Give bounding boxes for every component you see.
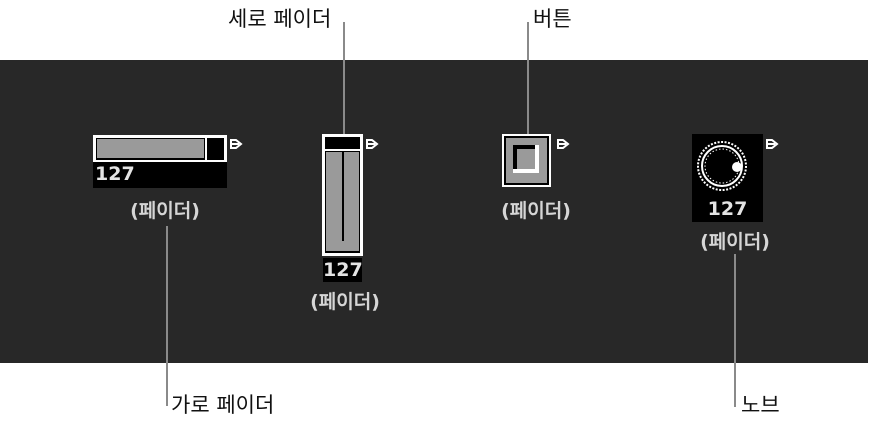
output-arrow-icon[interactable] xyxy=(230,139,243,149)
knob-control[interactable]: 127 xyxy=(692,134,763,222)
button-label: (페이더) xyxy=(501,200,571,222)
callout-knob: 노브 xyxy=(741,393,780,417)
button-center xyxy=(517,149,535,169)
vertical-fader-separator xyxy=(325,149,360,151)
horizontal-fader-thumb[interactable] xyxy=(205,138,207,160)
horizontal-fader[interactable] xyxy=(93,135,227,162)
callout-vertical-fader: 세로 페이더 xyxy=(228,7,332,31)
horizontal-fader-fill xyxy=(97,139,204,158)
callout-line-button xyxy=(527,22,529,134)
vertical-fader-value: 127 xyxy=(323,258,363,282)
vertical-fader-thumb[interactable] xyxy=(325,137,360,149)
horizontal-fader-label: (페이더) xyxy=(130,200,200,222)
vertical-fader-track xyxy=(342,152,344,241)
knob-dial-icon[interactable] xyxy=(692,134,763,198)
knob-value: 127 xyxy=(707,198,748,220)
callout-line-vertical-fader xyxy=(343,22,345,134)
callout-line-horizontal-fader xyxy=(166,226,168,406)
vertical-fader[interactable] xyxy=(322,134,363,256)
callout-horizontal-fader: 가로 페이더 xyxy=(171,393,275,417)
knob-indicator xyxy=(732,162,742,172)
output-arrow-icon[interactable] xyxy=(366,139,379,149)
button-control[interactable] xyxy=(502,134,551,187)
output-arrow-icon[interactable] xyxy=(557,139,570,149)
horizontal-fader-value: 127 xyxy=(93,162,227,188)
callout-button: 버튼 xyxy=(533,7,572,31)
vertical-fader-label: (페이더) xyxy=(310,291,380,313)
callout-line-knob xyxy=(734,254,736,407)
knob-label: (페이더) xyxy=(700,231,770,253)
output-arrow-icon[interactable] xyxy=(766,139,779,149)
